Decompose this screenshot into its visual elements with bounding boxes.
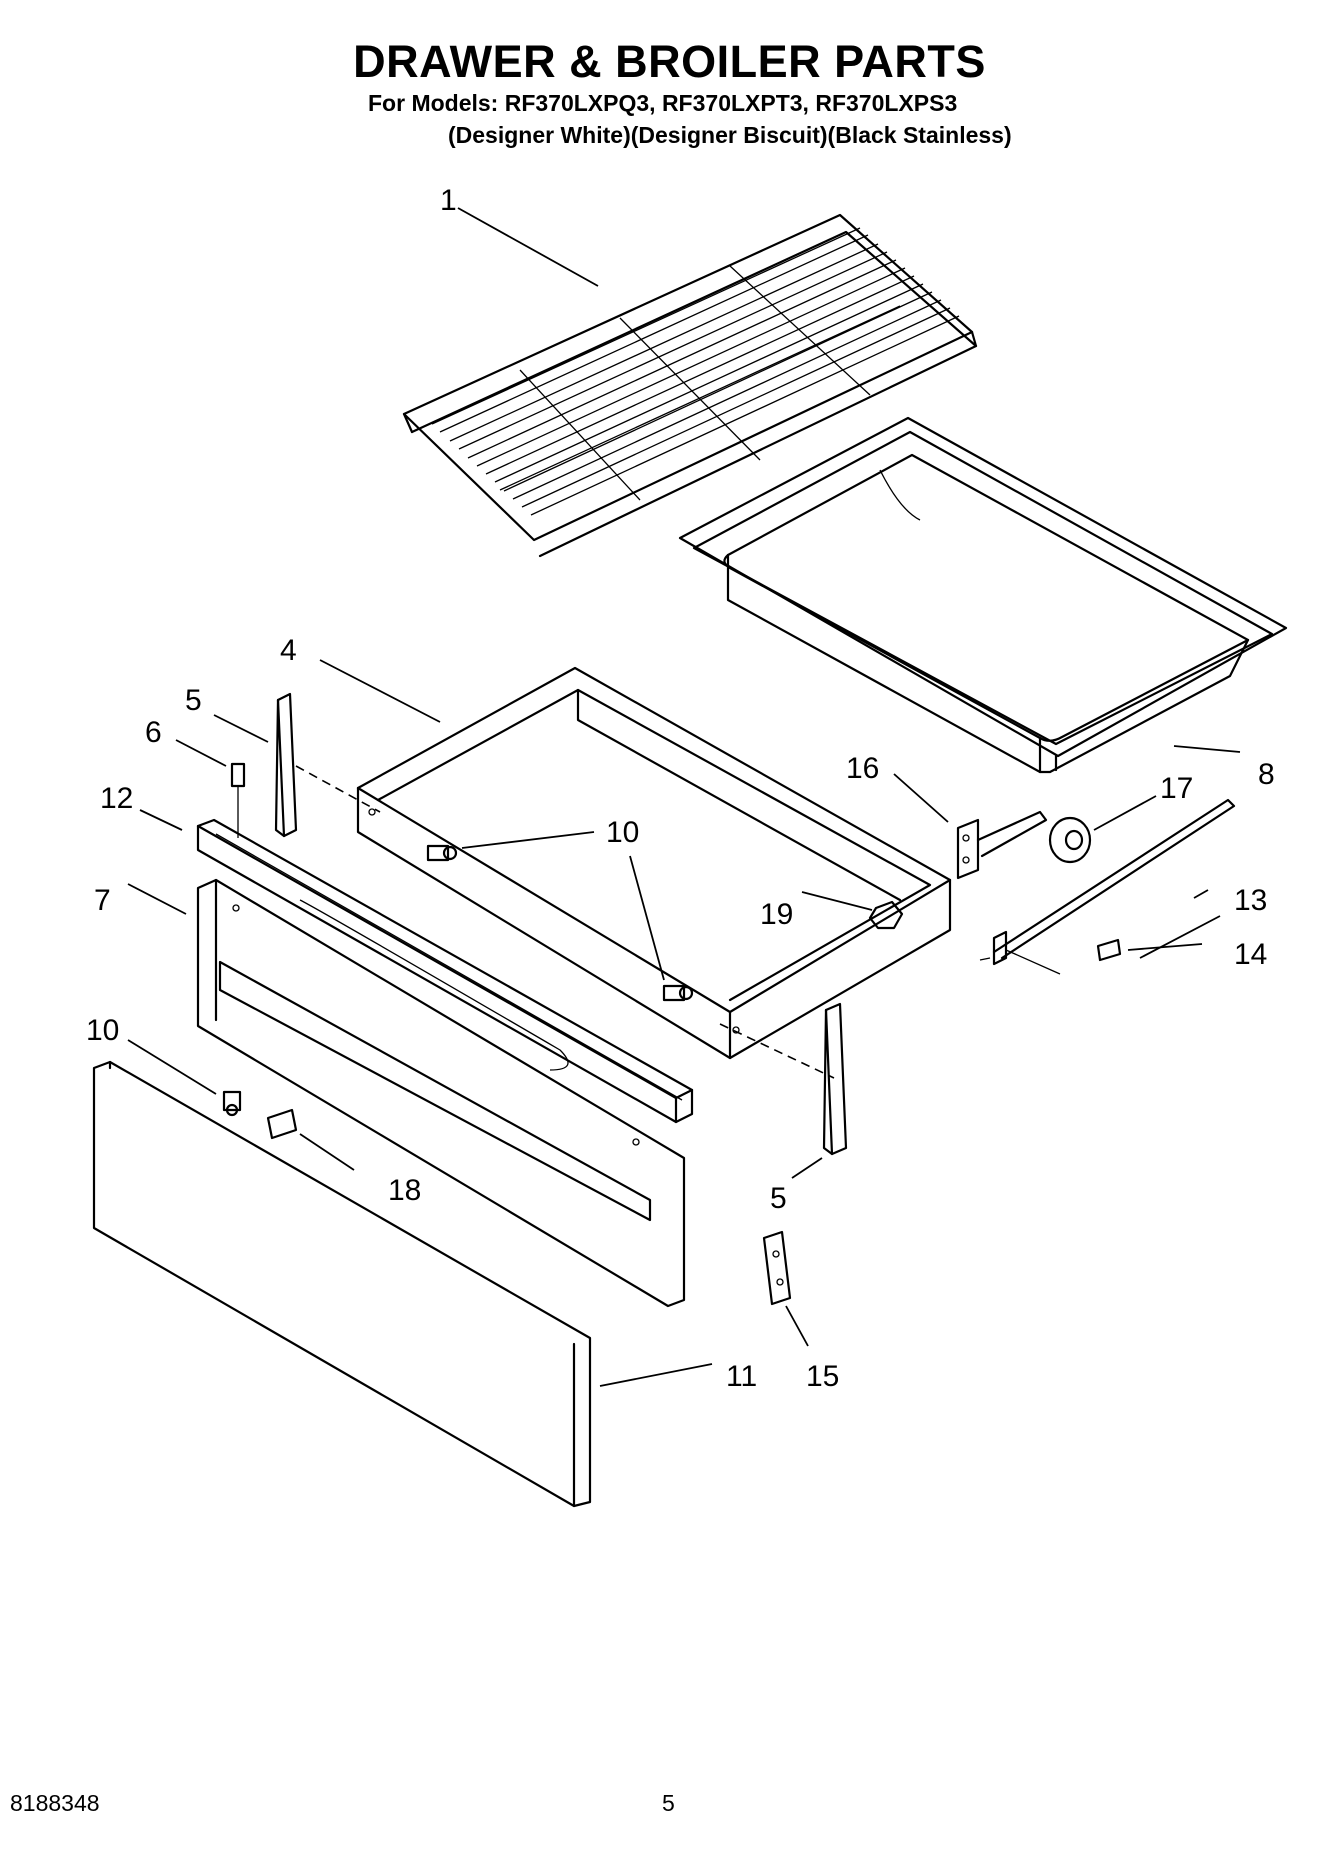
drawer-trim-part-12 [196, 818, 694, 1124]
models-line: For Models: RF370LXPQ3, RF370LXPT3, RF37… [368, 90, 958, 116]
callout-7: 7 [94, 884, 111, 917]
colors-line: (Designer White)(Designer Biscuit)(Black… [448, 122, 1012, 148]
leader-lines [127, 207, 1241, 1387]
callout-18: 18 [388, 1174, 421, 1207]
callout-14: 14 [1234, 938, 1267, 971]
callout-16: 16 [846, 752, 879, 785]
broiler-grid-part-1 [402, 213, 978, 558]
drawer-body-part-4 [356, 666, 952, 1060]
page-number: 5 [662, 1790, 675, 1816]
lower-panel-part-11 [92, 1060, 592, 1508]
callout-12: 12 [100, 782, 133, 815]
alignment-line-left [295, 765, 381, 813]
callout-6: 6 [145, 716, 162, 749]
callout-1: 1 [440, 184, 457, 217]
screw-part-14 [1005, 938, 1122, 975]
callout-8: 8 [1258, 758, 1275, 791]
alignment-line-right [719, 1023, 835, 1079]
screw-part-10-a [426, 844, 458, 862]
rail-part-13 [979, 798, 1236, 966]
callout-10-center: 10 [606, 816, 639, 849]
callout-10-lower: 10 [86, 1014, 119, 1047]
callout-15: 15 [806, 1360, 839, 1393]
page-title: DRAWER & BROILER PARTS [353, 36, 986, 87]
slide-bracket-part-5-right [822, 1002, 848, 1156]
broiler-pan-part-8 [678, 416, 1288, 774]
clip-part-18 [266, 1108, 298, 1140]
drawer-front-part-7 [196, 878, 686, 1308]
callout-5-left: 5 [185, 684, 202, 717]
screw-part-10-b [662, 984, 694, 1002]
callout-11: 11 [726, 1360, 757, 1393]
bracket-part-16 [956, 810, 1048, 880]
callout-4: 4 [280, 634, 297, 667]
roller-part-17 [1048, 816, 1092, 864]
callout-19: 19 [760, 898, 793, 931]
bolt-part-6 [230, 762, 246, 838]
callout-17: 17 [1160, 772, 1193, 805]
screw-part-10-c [222, 1090, 242, 1117]
slide-bracket-part-5-left [274, 692, 298, 838]
plate-part-15 [762, 1230, 792, 1306]
callout-13: 13 [1234, 884, 1267, 917]
document-number: 8188348 [10, 1790, 100, 1816]
callout-5-right: 5 [770, 1182, 787, 1215]
nut-part-19 [868, 900, 904, 930]
